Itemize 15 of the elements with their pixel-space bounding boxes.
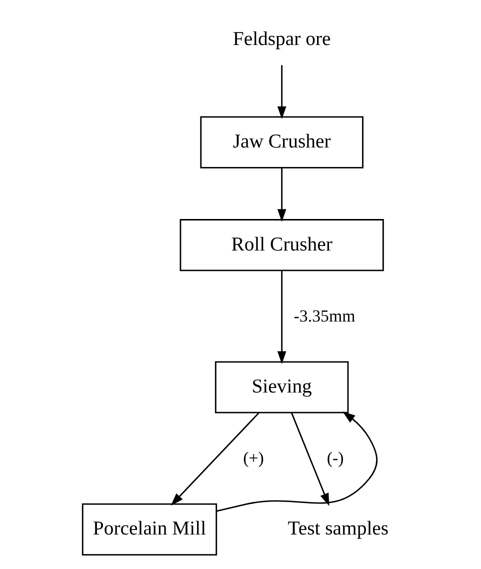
arrow: [276, 270, 286, 364]
node-text: Feldspar ore: [232, 28, 330, 50]
arrow: [170, 412, 259, 506]
arrow: [276, 168, 286, 222]
arrow: [276, 65, 286, 120]
edge-label: (+): [242, 448, 264, 468]
node-box: Porcelain Mill: [81, 503, 217, 556]
node-box: Jaw Crusher: [200, 116, 363, 168]
node-box: Roll Crusher: [179, 219, 384, 272]
node-box: Sieving: [214, 361, 348, 414]
arrow: [216, 412, 378, 512]
edge-label: (-): [326, 448, 344, 468]
node-text: Test samples: [287, 518, 388, 540]
edge-label: -3.35mm: [293, 306, 355, 326]
arrow: [290, 412, 329, 506]
